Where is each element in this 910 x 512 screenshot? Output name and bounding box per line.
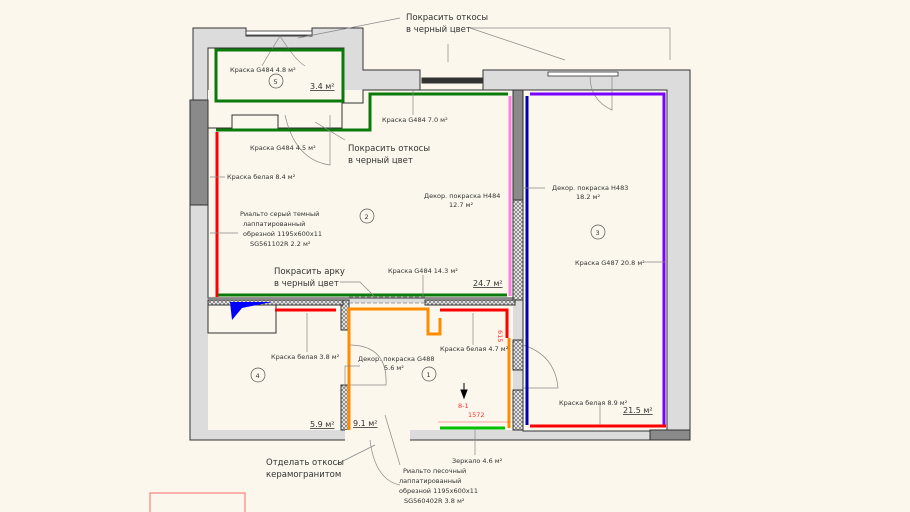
note-paint-slopes-top-1: Покрасить откосы [406, 13, 488, 23]
room-1-number: 1 [427, 371, 431, 379]
room-4-area: 5.9 м² [310, 420, 335, 429]
note-paint-arch-1: Покрасить арку [274, 267, 345, 277]
door-swings [261, 35, 613, 486]
room-2-area: 24.7 м² [473, 279, 503, 288]
note-finish-slopes-1: Отделать откосы [266, 458, 344, 468]
room-1-decor-2: 5.6 м² [384, 364, 404, 372]
room-1-area: 9.1 м² [353, 419, 378, 428]
room-2-paint-top: Краска G484 7.0 м² [382, 116, 448, 124]
room-2-decor-2: 12.7 м² [449, 201, 473, 209]
room-2-number: 2 [365, 213, 369, 221]
room-1-tile-3: обрезной 1195х600х11 [399, 487, 478, 495]
section-arrow-icon [460, 383, 468, 400]
decor-line-room1 [347, 307, 442, 430]
note-paint-slopes-mid-1: Покрасить откосы [348, 144, 430, 154]
room-1-white: Краска белая 4.7 м² [440, 345, 509, 353]
room-4-number: 4 [256, 372, 260, 380]
room-3-decor-2: 18.2 м² [576, 193, 600, 201]
room-2-paint-window: Краска G484 4.5 м² [250, 144, 316, 152]
room-5-paint: Краска G484 4.8 м² [230, 66, 296, 74]
room-3-paint: Краска G487 20.8 м² [575, 259, 645, 267]
room-2-tile-3: обрезной 1195х600х11 [243, 230, 322, 238]
room-1-mirror: Зеркало 4.6 м² [452, 457, 503, 465]
room-4-white: Краска белая 3.8 м² [271, 353, 340, 361]
room-1-decor-1: Декор. покраска G488 [358, 355, 435, 363]
note-paint-arch-2: в черный цвет [274, 279, 339, 289]
room-3-decor-1: Декор. покраска H483 [552, 184, 628, 192]
mirror-dimension: 1572 [468, 411, 485, 419]
room-2-tile-4: SG561102R 2.2 м² [250, 240, 311, 248]
dashed-arch [349, 296, 425, 304]
room-3-area: 21.5 м² [623, 406, 653, 415]
small-dimension: 615 [496, 330, 504, 342]
room-3-number: 3 [596, 229, 600, 237]
paint-line-room5 [214, 48, 345, 103]
note-paint-slopes-mid-2: в черный цвет [348, 156, 413, 166]
note-paint-slopes-top-2: в черный цвет [406, 25, 471, 35]
room-1-tile-2: лаппатированный [399, 477, 461, 485]
room-1-tile-4: SG560402R 3.8 м² [404, 497, 465, 505]
windows [245, 30, 619, 84]
room-2-decor-1: Декор. покраска H484 [424, 192, 500, 200]
paint-line-room3 [530, 92, 666, 426]
room-2-paint-white: Краска белая 8.4 м² [227, 173, 296, 181]
room-5-number: 5 [274, 78, 278, 86]
room-2-tile-2: лаппатированный [243, 220, 305, 228]
room-1-tile-1: Риальто песочный [403, 467, 466, 475]
finish-lines [214, 48, 666, 430]
room-5-area: 3.4 м² [310, 82, 335, 91]
room-2-paint-bottom: Краска G484 14.3 м² [388, 267, 458, 275]
room-3-white: Краска белая 8.9 м² [559, 399, 628, 407]
paint-line-room2-top [216, 92, 508, 132]
white-line-room1 [440, 308, 509, 338]
room-2-tile-1: Риальто серый темный [240, 210, 319, 218]
section-mark: 8-1 [458, 402, 469, 410]
note-finish-slopes-2: керамогранитом [266, 470, 341, 480]
stair-triangle [230, 302, 272, 320]
